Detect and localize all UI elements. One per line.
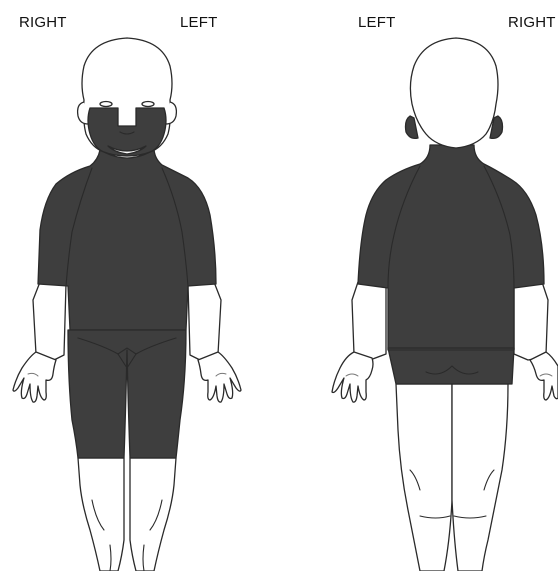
front-right-eye xyxy=(100,102,112,107)
front-right-arm xyxy=(13,282,66,402)
back-figure xyxy=(332,38,558,571)
back-left-arm xyxy=(332,282,386,402)
front-left-arm xyxy=(188,282,241,402)
front-figure xyxy=(13,38,241,571)
back-shaded-shorts xyxy=(388,348,514,384)
front-left-eye xyxy=(142,102,154,107)
back-head xyxy=(406,38,503,148)
front-shaded-shorts xyxy=(68,330,186,458)
back-right-arm xyxy=(514,282,558,400)
back-lower-legs xyxy=(396,384,508,571)
front-lower-legs xyxy=(78,458,176,571)
